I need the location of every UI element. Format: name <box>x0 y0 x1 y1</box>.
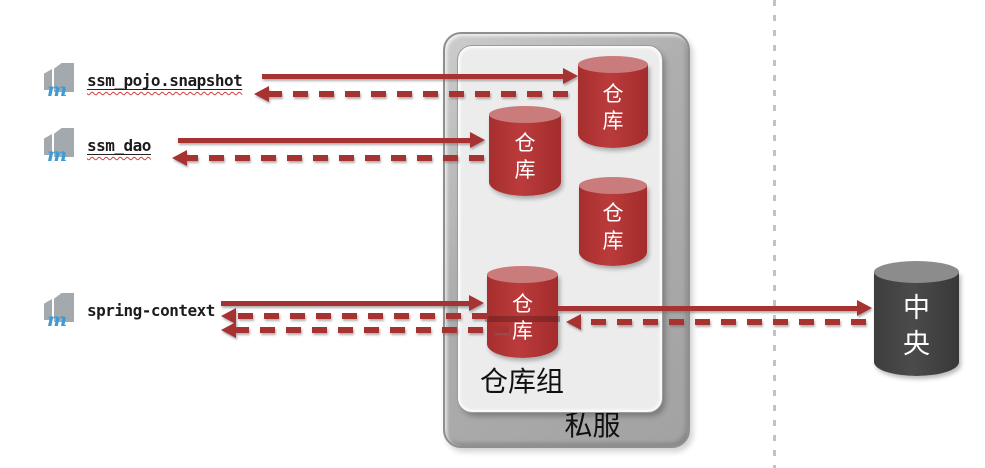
cylinder-top-ellipse <box>874 261 959 283</box>
module-label: ssm_dao <box>87 136 151 155</box>
module-row-spring-context: m spring-context <box>44 293 215 331</box>
maven-icon-fold <box>44 299 52 320</box>
repository-label: 仓 库 <box>602 81 624 133</box>
arrow-head-right-icon <box>857 300 872 316</box>
arrow-head-left-icon <box>221 322 236 338</box>
ssm-pojo-request-arrow <box>262 68 578 84</box>
arrow-head-right-icon <box>470 132 485 148</box>
module-label-underline: ssm_dao <box>87 136 151 155</box>
central-to-repo-return-arrow <box>566 314 866 330</box>
spring-context-request-arrow <box>221 295 484 311</box>
repository-label: 仓 库 <box>602 201 624 253</box>
module-label: ssm_pojo.snapshot <box>87 71 243 90</box>
maven-m-letter: m <box>47 79 68 101</box>
vertical-dashed-separator <box>773 0 776 468</box>
repository-label: 仓 库 <box>514 130 536 182</box>
cylinder-body <box>487 274 558 358</box>
arrow-shaft-dashed <box>236 327 509 333</box>
ssm-dao-request-arrow <box>178 132 485 148</box>
cylinder-body <box>578 64 648 148</box>
arrow-shaft <box>262 73 563 79</box>
cylinder-top-ellipse <box>489 106 561 123</box>
arrow-shaft <box>221 300 469 306</box>
arrow-head-left-icon <box>172 150 187 166</box>
repository-cylinder-mid-right: 仓 库 <box>579 177 647 266</box>
maven-project-icon: m <box>44 293 74 331</box>
maven-m-letter: m <box>47 144 68 166</box>
repository-cylinder-top-right: 仓 库 <box>578 56 648 148</box>
arrow-head-right-icon <box>563 68 578 84</box>
arrow-shaft-dashed <box>581 319 866 325</box>
arrow-shaft-dashed <box>269 91 568 97</box>
cylinder-body <box>489 114 561 196</box>
repository-group-label: 仓库组 <box>480 365 565 398</box>
maven-icon-page <box>54 128 74 157</box>
maven-icon-fold <box>44 134 52 155</box>
arrow-shaft-dashed <box>187 155 484 161</box>
private-server-label: 私服 <box>564 409 621 442</box>
repository-label: 仓 库 <box>512 291 533 343</box>
module-row-ssm-pojo: m ssm_pojo.snapshot <box>44 63 243 101</box>
module-row-ssm-dao: m ssm_dao <box>44 128 151 166</box>
arrow-shadow-band <box>485 315 560 322</box>
arrow-head-left-icon <box>221 308 236 324</box>
cylinder-top-ellipse <box>579 177 647 194</box>
ssm-pojo-return-arrow <box>254 86 568 102</box>
maven-project-icon: m <box>44 63 74 101</box>
central-to-spring-context-return-arrow <box>221 322 509 338</box>
repo-to-spring-context-return-arrow <box>221 308 487 324</box>
arrow-shaft <box>558 305 857 311</box>
module-label-underline: ssm_pojo.snapshot <box>87 71 243 90</box>
arrow-shaft-dashed <box>236 313 487 319</box>
repository-cylinder-mid-left: 仓 库 <box>489 106 561 196</box>
maven-icon-fold <box>44 69 52 90</box>
cylinder-body <box>579 185 647 266</box>
central-repository-label: 中 央 <box>903 293 930 360</box>
maven-m-letter: m <box>47 309 68 331</box>
cylinder-top-ellipse <box>578 56 648 73</box>
maven-icon-page <box>54 63 74 92</box>
ssm-dao-return-arrow <box>172 150 484 166</box>
maven-project-icon: m <box>44 128 74 166</box>
arrow-head-left-icon <box>254 86 269 102</box>
cylinder-top-ellipse <box>487 266 558 283</box>
module-label: spring-context <box>87 301 215 320</box>
maven-icon-page <box>54 293 74 322</box>
arrow-head-right-icon <box>469 295 484 311</box>
arrow-head-left-icon <box>566 314 581 330</box>
central-repository-cylinder: 中 央 <box>874 261 959 376</box>
repository-cylinder-bottom-left: 仓 库 <box>485 266 560 358</box>
arrow-shaft <box>178 137 470 143</box>
repo-to-central-request-arrow <box>558 300 872 316</box>
cylinder-body <box>874 272 959 376</box>
